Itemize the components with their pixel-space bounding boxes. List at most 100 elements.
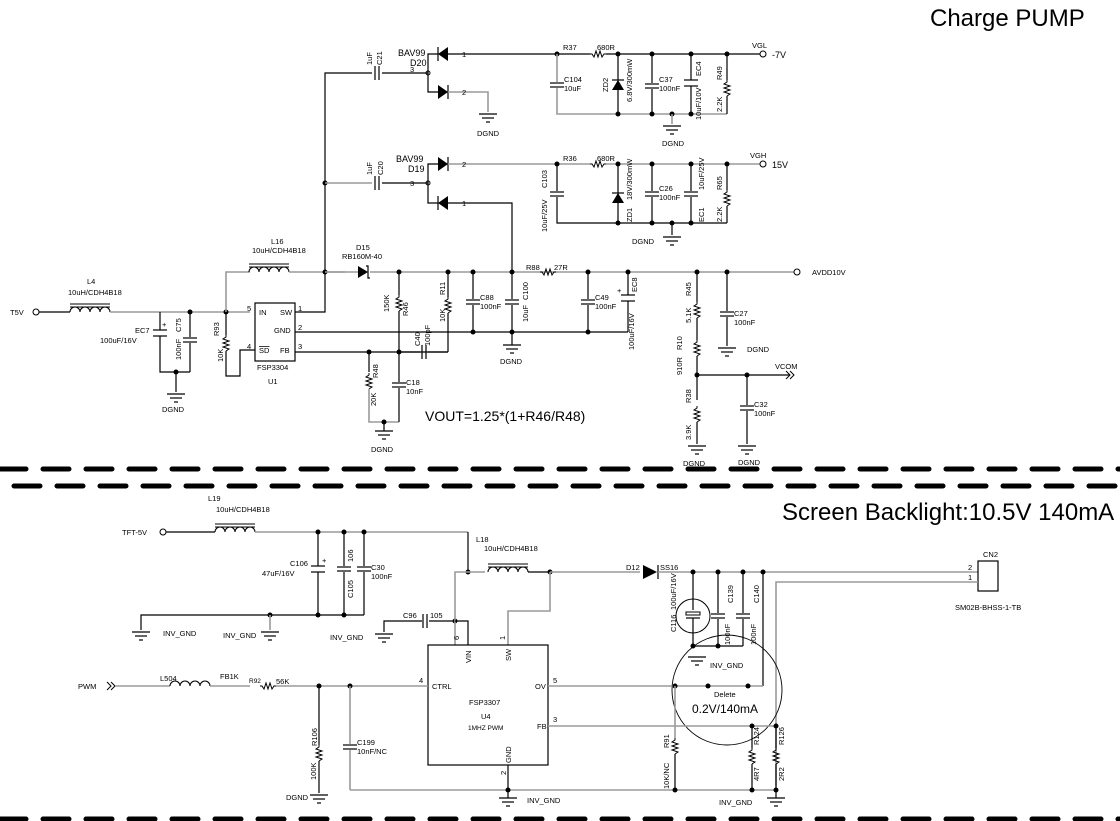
c103-value: 10uF/25V xyxy=(540,199,549,232)
c139-ref: C139 xyxy=(726,585,735,603)
d19-part: BAV99 xyxy=(396,154,423,164)
u4-pin6: 6 xyxy=(452,636,461,640)
zd2-value: 6.8V/300mW xyxy=(625,58,634,102)
d15-value: RB160M-40 xyxy=(342,252,382,261)
c32-ref: C32 xyxy=(754,400,768,409)
l16-value: 10uH/CDH4B18 xyxy=(252,246,306,255)
c26-value: 100nF xyxy=(659,193,681,202)
cn2-ref: CN2 xyxy=(983,550,998,559)
c139-value: 100nF xyxy=(723,623,732,645)
u4-pin-ov: OV xyxy=(535,682,546,691)
ec8-value: 100uF/16V xyxy=(627,313,636,350)
c40-value: 100pF xyxy=(423,324,432,346)
c105-ref: C105 xyxy=(346,580,355,598)
r88-ref: R88 xyxy=(526,263,540,272)
inv-gnd-label-3: INV_GND xyxy=(330,633,364,642)
c103-ref: C103 xyxy=(540,170,549,188)
vgh-value: 15V xyxy=(772,160,788,170)
dgnd-label-10: DGND xyxy=(286,793,309,802)
ec7-ref: EC7 xyxy=(135,326,150,335)
r45-value: 5.1K xyxy=(684,308,693,323)
c96-ref: C96 xyxy=(403,611,417,620)
r65-ref: R65 xyxy=(715,176,724,190)
l504-value: FB1K xyxy=(220,672,239,681)
u1-pin4: 4 xyxy=(247,342,251,351)
l18-value: 10uH/CDH4B18 xyxy=(484,544,538,553)
c199-ref: C199 xyxy=(357,738,375,747)
c100-value: 10uF xyxy=(521,304,530,322)
l4-value: 10uH/CDH4B18 xyxy=(68,288,122,297)
c21-ref: C21 xyxy=(375,51,384,65)
u4-pin5: 5 xyxy=(553,676,557,685)
u1-pin1: 1 xyxy=(298,304,302,313)
dgnd-label-9: DGND xyxy=(738,458,761,467)
r126-ref: R126 xyxy=(777,727,786,745)
u4-pin-fb: FB xyxy=(537,722,547,731)
c88-ref: C88 xyxy=(480,293,494,302)
r11-ref: R11 xyxy=(438,282,447,295)
d20-ref: D20 xyxy=(410,58,427,68)
zd1-ref: ZD1 xyxy=(625,208,634,222)
dgnd-label-8: DGND xyxy=(747,345,770,354)
vgl-net: VGL xyxy=(752,41,767,50)
dgnd-label-3: DGND xyxy=(632,237,655,246)
ec1-ref: EC1 xyxy=(697,207,706,222)
annotation-delete: Delete xyxy=(714,690,736,699)
inv-gnd-label-1: INV_GND xyxy=(163,629,197,638)
r38-value: 3.9K xyxy=(684,425,693,440)
r37-value: 680R xyxy=(597,43,616,52)
u1-pin-fb: FB xyxy=(280,346,290,355)
u4-pin1: 1 xyxy=(498,636,507,640)
d12-ref: D12 xyxy=(626,563,640,572)
d19-pin3: 3 xyxy=(410,179,414,188)
u4-pin4: 4 xyxy=(419,676,423,685)
cn2-pin2: 2 xyxy=(968,563,972,572)
cn2-pin1: 1 xyxy=(968,573,972,582)
vgl-section: 1uF C21 BAV99 D20 3 1 2 DGND R37 680R VG… xyxy=(324,41,786,270)
l4-ref: L4 xyxy=(87,277,95,286)
c105-value: 106 xyxy=(346,549,355,562)
c30-value: 100nF xyxy=(371,572,393,581)
u1-pin3: 3 xyxy=(298,342,302,351)
u1-part: FSP3304 xyxy=(257,363,288,372)
r37-ref: R37 xyxy=(563,43,577,52)
c37-ref: C37 xyxy=(659,75,673,84)
r45-ref: R45 xyxy=(684,282,693,296)
inv-gnd-label-2: INV_GND xyxy=(223,631,257,640)
avdd-net: AVDD10V xyxy=(812,268,846,277)
c104-value: 10uF xyxy=(564,84,582,93)
c96-value: 105 xyxy=(430,611,443,620)
c18-value: 10nF xyxy=(406,387,424,396)
c104-ref: C104 xyxy=(564,75,582,84)
r48-ref: R48 xyxy=(371,364,380,378)
u1-chip xyxy=(254,302,296,362)
c32-value: 100nF xyxy=(754,409,776,418)
d20-pin3: 3 xyxy=(410,65,414,74)
u4-pin-sw: SW xyxy=(504,648,513,661)
cn2-connector xyxy=(977,560,999,592)
u4-part: FSP3307 xyxy=(469,698,500,707)
charge-pump-title: Charge PUMP xyxy=(930,5,1085,32)
vgl-value: -7V xyxy=(772,50,786,60)
u1-pin-in: IN xyxy=(259,308,267,317)
d19-pin1: 1 xyxy=(462,199,466,208)
c49-value: 100nF xyxy=(595,302,617,311)
c49-ref: C49 xyxy=(595,293,609,302)
c18-ref: C18 xyxy=(406,378,420,387)
ec8-ref: EC8 xyxy=(630,277,639,292)
backlight-title: Screen Backlight:10.5V 140mA xyxy=(782,499,1114,526)
d19-pin2: 2 xyxy=(462,160,466,169)
dgnd-label-5: DGND xyxy=(371,445,394,454)
c30-ref: C30 xyxy=(371,563,385,572)
vcom-net: VCOM xyxy=(775,362,798,371)
l504-ref: L504 xyxy=(160,674,177,683)
zd2-ref: ZD2 xyxy=(601,78,610,92)
u4-chip xyxy=(427,644,549,766)
r49-value: 2.2K xyxy=(715,97,724,112)
c26-ref: C26 xyxy=(659,184,673,193)
d20-part: BAV99 xyxy=(398,48,425,58)
dgnd-label-4: DGND xyxy=(162,405,185,414)
inv-gnd-label-5: INV_GND xyxy=(527,796,561,805)
r126-value: 2R2 xyxy=(777,767,786,781)
